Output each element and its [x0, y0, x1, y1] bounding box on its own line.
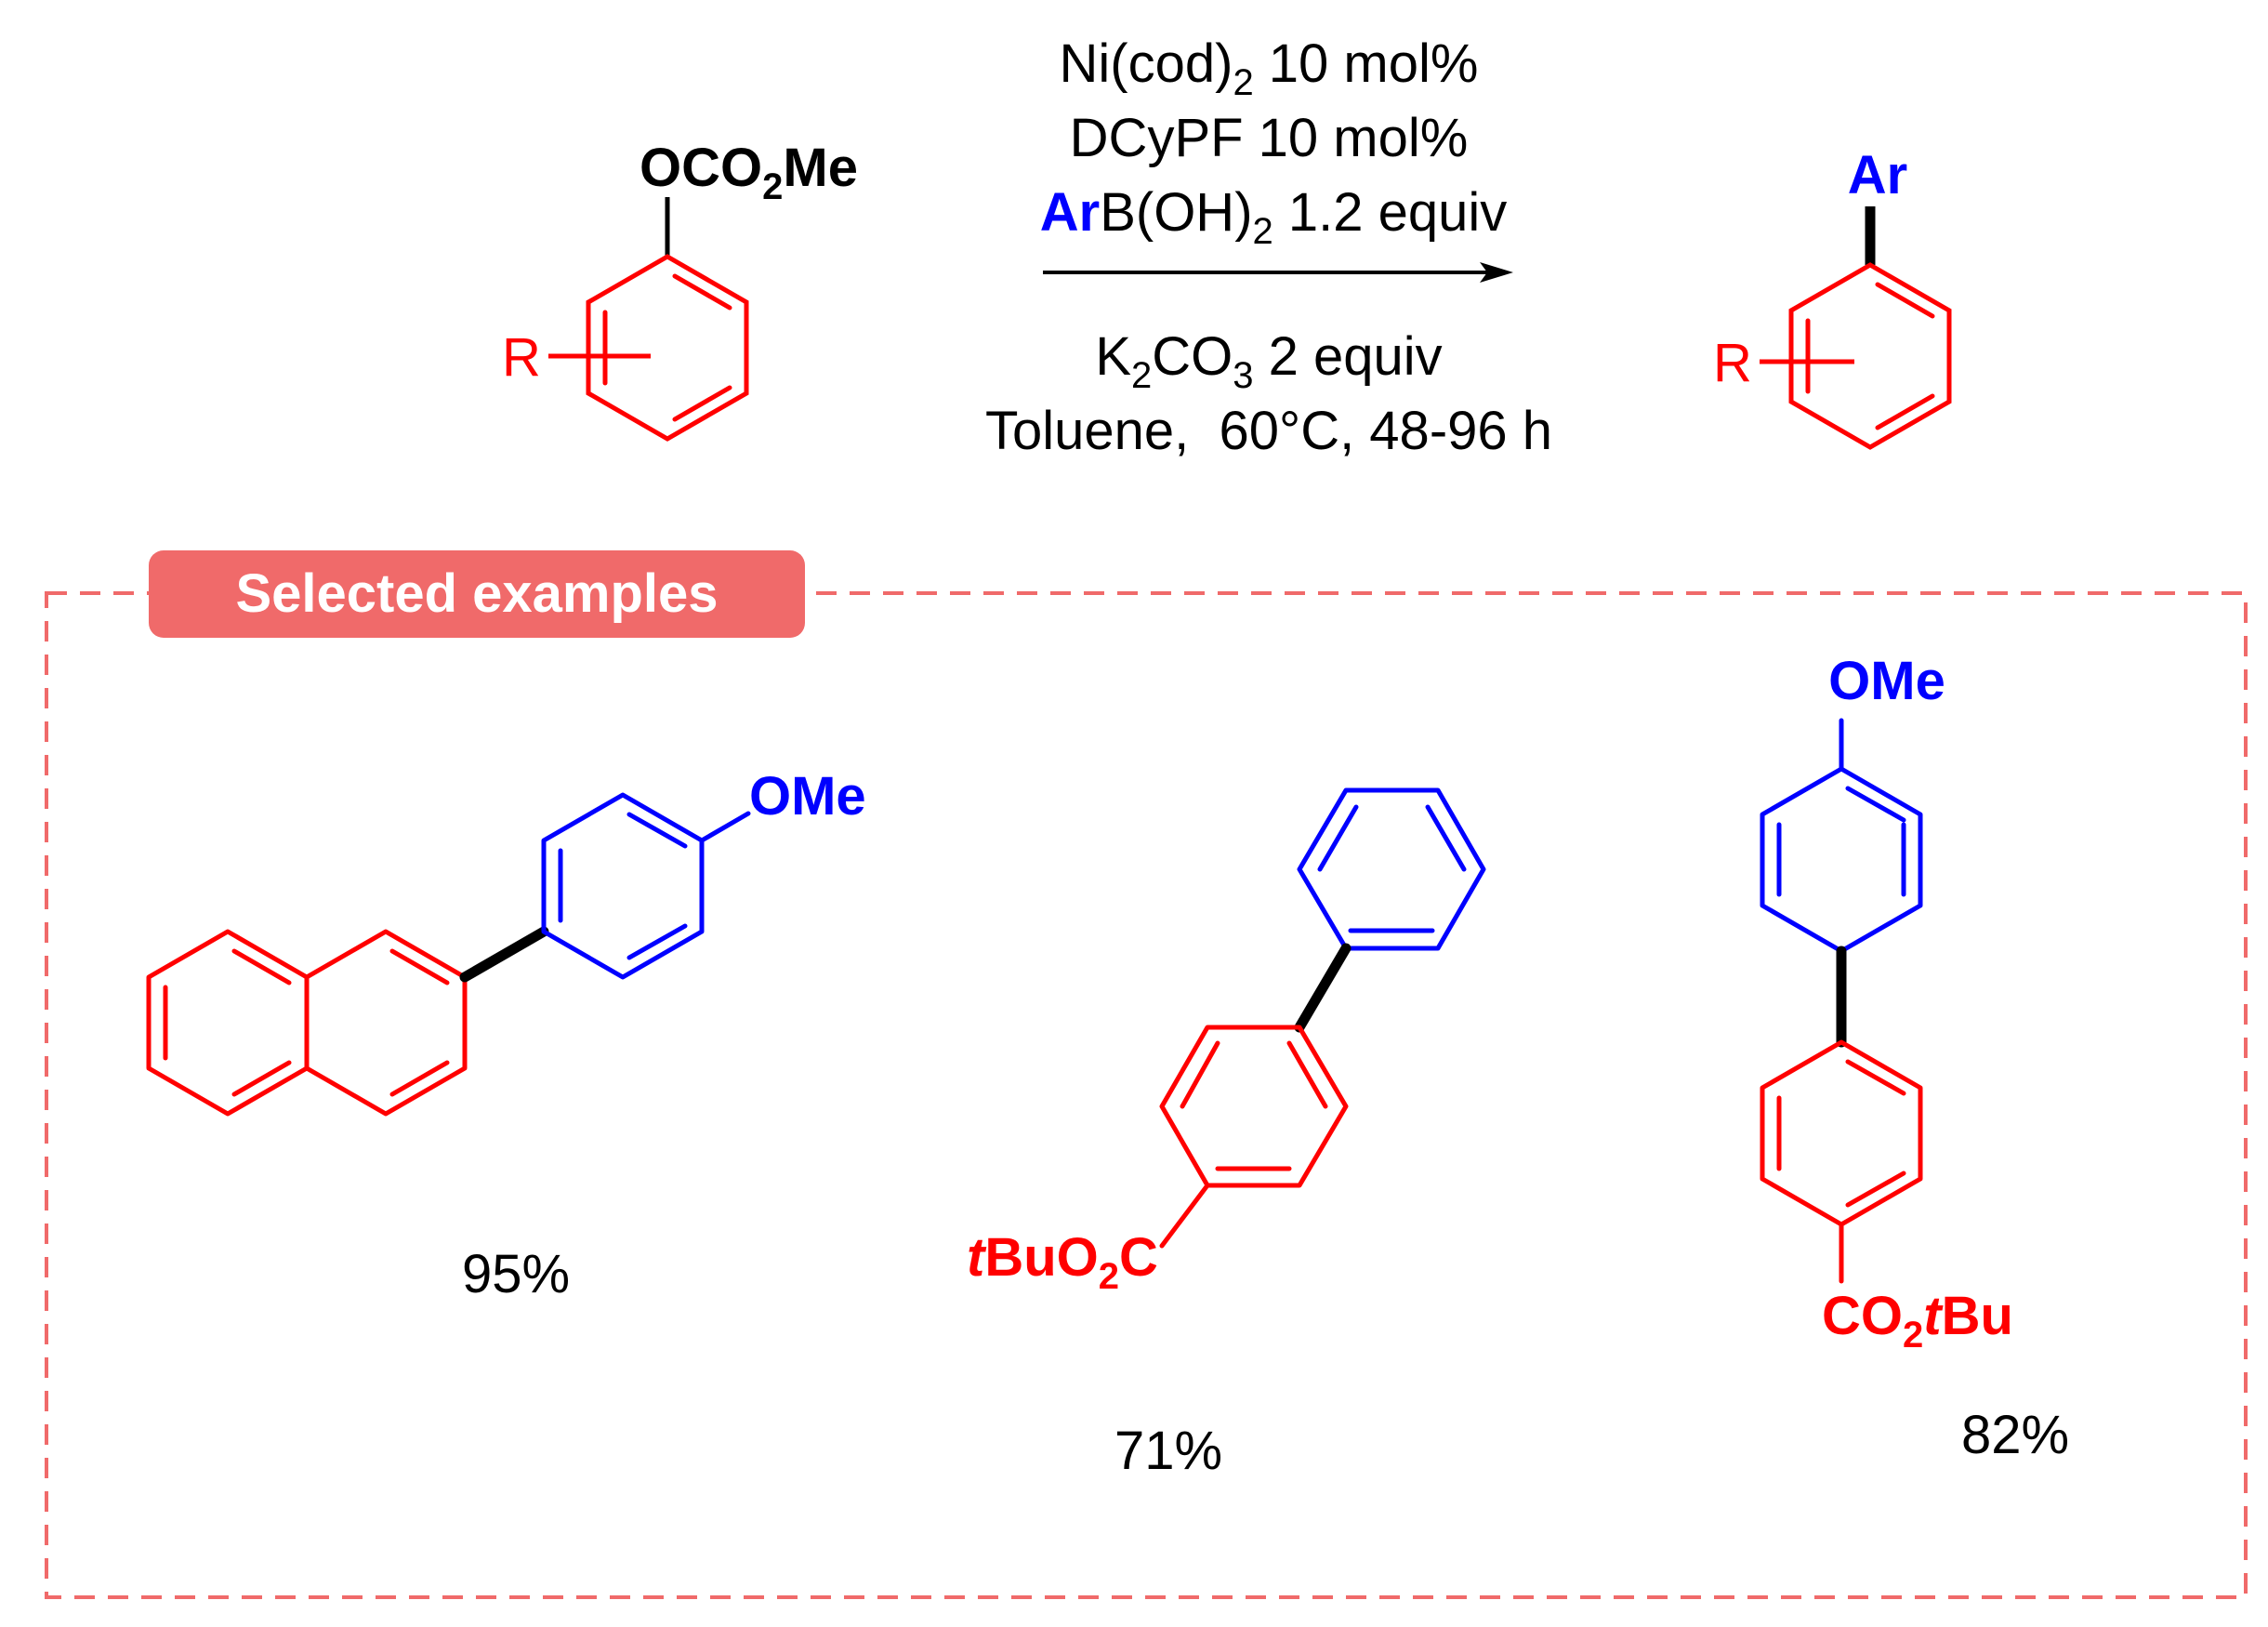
catalyst-label: Ni(cod)2 10 mol%: [1060, 33, 1479, 103]
example-1-anisyl-ring: [541, 792, 751, 980]
substrate-benzene-ring: [586, 254, 749, 442]
base-label: K2CO3 2 equiv: [1095, 326, 1442, 396]
example-1-ome-label: OMe: [749, 766, 866, 827]
reaction-arrow-head: [1480, 262, 1513, 283]
example-1-biaryl-bond: [459, 926, 549, 983]
example-3-ome-label: OMe: [1828, 651, 1945, 711]
example-3-ester-label: CO2tBu: [1822, 1286, 2013, 1356]
substrate-molecule: OCO2Me R: [502, 138, 858, 442]
product-benzene-ring: [1788, 262, 1952, 450]
ligand-label: DCyPF 10 mol%: [1070, 108, 1469, 168]
example-2-benzoate-ring: [1159, 1025, 1349, 1249]
example-1-naphthalene: [146, 929, 468, 1117]
example-3-yield: 82%: [1961, 1405, 2069, 1465]
examples-frame: [45, 591, 2248, 1599]
examples-banner: Selected examples: [149, 550, 805, 638]
substrate-r-label: R: [502, 327, 541, 388]
example-2-biaryl-bond: [1294, 943, 1352, 1033]
example-3-benzoate-ring: [1760, 1039, 1923, 1284]
example-2-yield: 71%: [1114, 1421, 1222, 1481]
example-2-phenyl-ring: [1297, 787, 1486, 951]
examples-banner-bg: [149, 550, 805, 638]
reaction-conditions: Ni(cod)2 10 mol% DCyPF 10 mol% ArB(OH)2 …: [985, 33, 1552, 461]
example-1-molecule: OMe 95%: [146, 766, 866, 1304]
solvent-temp-time-label: Toluene, 60°C, 48-96 h: [985, 401, 1552, 461]
examples-title: Selected examples: [235, 563, 718, 624]
product-r-label: R: [1713, 333, 1752, 393]
example-2-molecule: tBuO2C 71%: [967, 787, 1486, 1481]
product-molecule: Ar R: [1713, 145, 1952, 450]
boronic-acid-label: ArB(OH)2 1.2 equiv: [1040, 182, 1508, 252]
product-ar-label: Ar: [1848, 145, 1907, 205]
example-3-anisyl-ring: [1760, 718, 1923, 954]
example-2-ester-label: tBuO2C: [967, 1227, 1158, 1297]
example-3-molecule: OMe CO2tBu 82%: [1760, 651, 2069, 1465]
substrate-ester-label: OCO2Me: [640, 138, 858, 207]
example-1-yield: 95%: [462, 1244, 570, 1304]
